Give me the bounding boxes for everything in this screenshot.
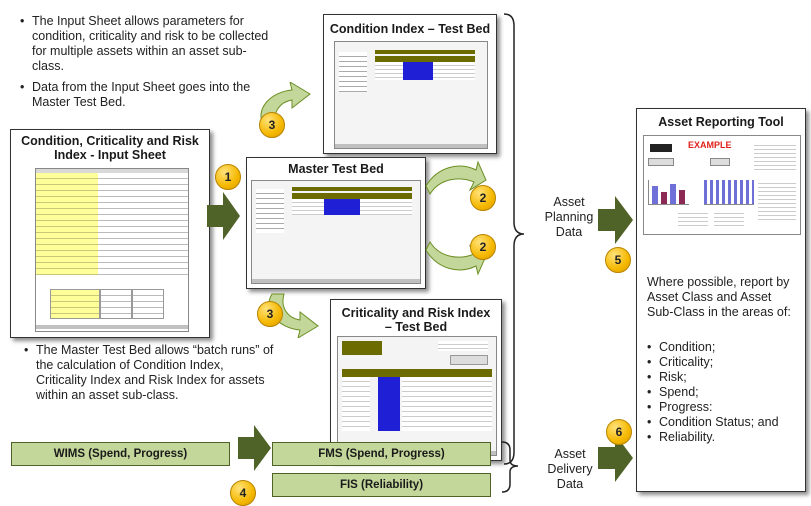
input-sheet-panel: Condition, Criticality and Risk Index - … <box>10 129 210 338</box>
fis-bar: FIS (Reliability) <box>272 473 491 497</box>
asset-reporting-title: Asset Reporting Tool <box>658 115 784 129</box>
reporting-item-risk: •Risk; <box>647 370 687 384</box>
input-sheet-screenshot <box>35 168 189 332</box>
intro-bullet-1: The Input Sheet allows parameters for co… <box>20 14 270 74</box>
reporting-list: •Condition; •Criticality; •Risk; •Spend;… <box>647 340 801 445</box>
wims-bar: WIMS (Spend, Progress) <box>11 442 230 466</box>
reporting-item-spend: •Spend; <box>647 385 699 399</box>
reporting-tool-screenshot: EXAMPLE <box>643 135 801 235</box>
intro-bullet-2: Data from the Input Sheet goes into the … <box>20 80 270 110</box>
arrow-wims-to-fms <box>238 425 271 471</box>
asset-reporting-panel: Asset Reporting Tool EXAMPLE Where possi… <box>636 108 806 492</box>
step-2-bottom-circle: 2 <box>470 234 496 260</box>
reporting-item-condition: •Condition; <box>647 340 716 354</box>
arrow-delivery-to-report <box>598 434 633 482</box>
step-5-circle: 5 <box>605 247 631 273</box>
planning-brace <box>503 13 525 465</box>
condition-index-screenshot <box>334 41 488 149</box>
condition-index-panel: Condition Index – Test Bed <box>323 14 497 154</box>
step-1-circle: 1 <box>215 164 241 190</box>
arrow-input-to-master <box>207 192 240 240</box>
condition-index-title: Condition Index – Test Bed <box>329 22 491 36</box>
step-6-circle: 6 <box>606 419 632 445</box>
example-label: EXAMPLE <box>688 140 732 150</box>
reporting-item-progress: •Progress: <box>647 400 713 414</box>
criticality-risk-title: Criticality and Risk Index – Test Bed <box>341 306 491 334</box>
criticality-risk-screenshot <box>337 336 497 456</box>
curved-arrow-2-bottom <box>425 240 487 276</box>
input-sheet-title: Condition, Criticality and Risk Index - … <box>21 134 199 162</box>
intro-bullets: The Input Sheet allows parameters for co… <box>20 14 270 116</box>
reporting-item-condition-status: •Condition Status; and <box>647 415 779 429</box>
reporting-intro: Where possible, report by Asset Class an… <box>647 275 791 319</box>
master-test-bed-panel: Master Test Bed <box>246 157 426 289</box>
step-3-bottom-circle: 3 <box>257 301 283 327</box>
master-test-bed-screenshot <box>251 180 421 284</box>
arrow-planning-to-report <box>598 196 633 244</box>
reporting-item-criticality: •Criticality; <box>647 355 714 369</box>
curved-arrow-2-top <box>425 160 487 196</box>
delivery-brace <box>501 441 519 493</box>
master-test-bed-title: Master Test Bed <box>288 162 384 176</box>
batch-bullet: The Master Test Bed allows “batch runs” … <box>24 343 274 403</box>
input-sheet-grid <box>36 169 188 329</box>
fms-bar: FMS (Spend, Progress) <box>272 442 491 466</box>
reporting-item-reliability: •Reliability. <box>647 430 716 444</box>
step-2-top-circle: 2 <box>470 185 496 211</box>
step-4-circle: 4 <box>230 480 256 506</box>
step-3-top-circle: 3 <box>259 112 285 138</box>
batch-bullet-block: The Master Test Bed allows “batch runs” … <box>24 343 274 409</box>
asset-delivery-label: Asset Delivery Data <box>547 447 593 491</box>
asset-planning-label: Asset Planning Data <box>544 195 594 239</box>
criticality-risk-panel: Criticality and Risk Index – Test Bed <box>330 299 502 461</box>
